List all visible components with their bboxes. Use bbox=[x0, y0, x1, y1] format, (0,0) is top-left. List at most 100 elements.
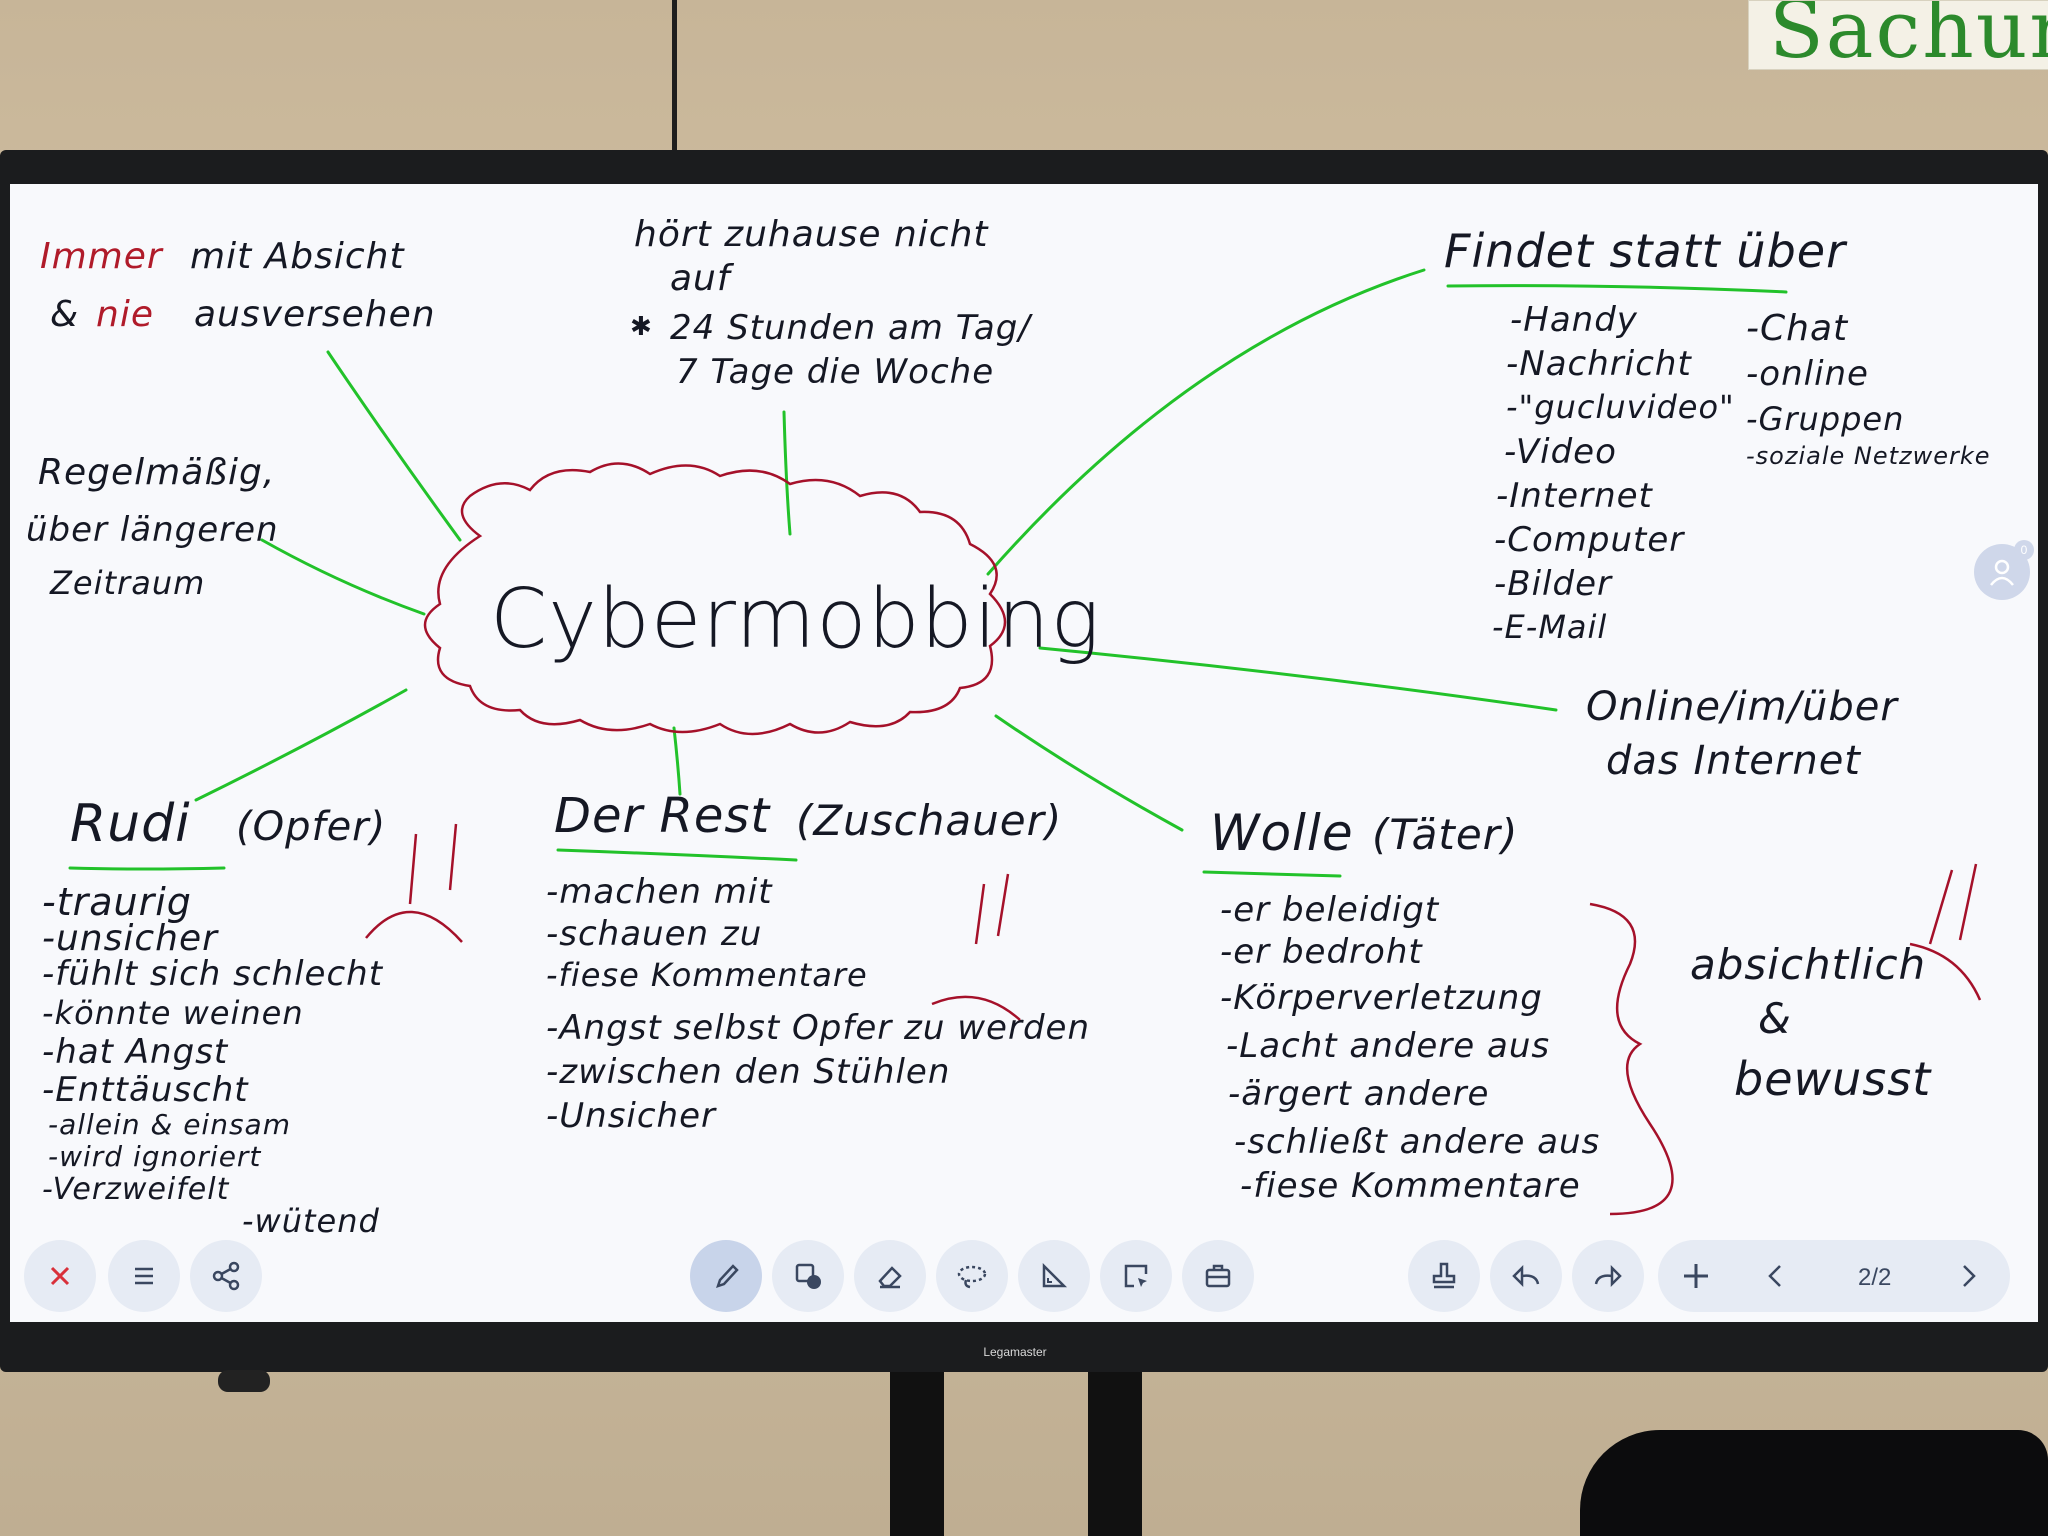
wolle-item: -schließt andere aus bbox=[1234, 1122, 1601, 1162]
eraser-tool-button[interactable] bbox=[854, 1240, 926, 1312]
power-cable bbox=[672, 0, 677, 150]
stand-leg-right bbox=[1088, 1360, 1142, 1536]
select-icon bbox=[1124, 1264, 1148, 1288]
findet-title: Findet statt über bbox=[1444, 224, 1847, 278]
share-button[interactable] bbox=[190, 1240, 262, 1312]
rudi-item: -allein & einsam bbox=[48, 1108, 291, 1141]
cloud-outline bbox=[423, 462, 1007, 736]
online-line2: das Internet bbox=[1606, 738, 1861, 784]
topleft-word-immer: Immer bbox=[40, 236, 163, 277]
rest-item: -Angst selbst Opfer zu werden bbox=[546, 1008, 1090, 1048]
findet-item: -Bilder bbox=[1494, 564, 1612, 604]
wolle-item: -fiese Kommentare bbox=[1240, 1166, 1581, 1206]
menu-button[interactable] bbox=[108, 1240, 180, 1312]
page-indicator: 2/2 bbox=[1858, 1264, 1892, 1291]
rest-item: -zwischen den Stühlen bbox=[546, 1052, 951, 1092]
wall-poster: Sachunt bbox=[1748, 0, 2048, 70]
findet-item: -Gruppen bbox=[1746, 400, 1905, 438]
top-line2: auf bbox=[670, 258, 731, 299]
participants-count: 0 bbox=[2014, 540, 2034, 560]
findet-item: -Computer bbox=[1494, 520, 1685, 560]
absicht-line2: & bbox=[1758, 994, 1792, 1043]
rest-item: -machen mit bbox=[546, 872, 773, 912]
topleft-amp: & bbox=[50, 294, 80, 335]
prev-page-button[interactable] bbox=[1740, 1240, 1812, 1312]
rudi-item: -Enttäuscht bbox=[42, 1070, 249, 1110]
top-line3: 24 Stunden am Tag/ bbox=[670, 308, 1031, 348]
topleft-word-nie: nie bbox=[96, 294, 154, 335]
findet-item: -E-Mail bbox=[1492, 608, 1608, 646]
redo-button[interactable] bbox=[1572, 1240, 1644, 1312]
rudi-extra: -wütend bbox=[242, 1202, 380, 1240]
findet-item: -Handy bbox=[1510, 300, 1638, 340]
findet-item: -Video bbox=[1504, 432, 1617, 472]
close-button[interactable] bbox=[24, 1240, 96, 1312]
wolle-role: (Täter) bbox=[1372, 810, 1519, 859]
top-line1: hört zuhause nicht bbox=[634, 214, 989, 255]
rudi-item: -könnte weinen bbox=[42, 994, 304, 1032]
participants-button[interactable]: 0 bbox=[1974, 540, 2034, 600]
sad-face-rest bbox=[931, 873, 1021, 1021]
ir-sensor bbox=[218, 1370, 270, 1392]
findet-item: -Internet bbox=[1496, 476, 1653, 516]
rest-item: -Unsicher bbox=[546, 1096, 717, 1136]
sad-face-absicht bbox=[1909, 863, 1982, 1001]
stamp-icon bbox=[1432, 1262, 1456, 1289]
select-tool-button[interactable] bbox=[1100, 1240, 1172, 1312]
close-icon bbox=[50, 1266, 70, 1286]
underline-rest bbox=[556, 848, 798, 862]
eraser-icon bbox=[878, 1266, 902, 1289]
monitor-brand-logo: Legamaster bbox=[983, 1345, 1047, 1359]
redo-icon bbox=[1594, 1264, 1622, 1288]
undo-button[interactable] bbox=[1490, 1240, 1562, 1312]
rest-item: -fiese Kommentare bbox=[546, 956, 868, 994]
absicht-line1: absichtlich bbox=[1690, 940, 1927, 989]
left-line1: Regelmäßig, bbox=[38, 452, 276, 493]
findet-item: -Nachricht bbox=[1506, 344, 1692, 384]
pen-tool-button[interactable] bbox=[690, 1240, 762, 1312]
stamp-button[interactable] bbox=[1408, 1240, 1480, 1312]
shapes-tool-button[interactable] bbox=[772, 1240, 844, 1312]
wolle-item: -Körperverletzung bbox=[1220, 978, 1543, 1018]
rudi-item: -fühlt sich schlecht bbox=[42, 954, 384, 994]
toolbox-button[interactable] bbox=[1182, 1240, 1254, 1312]
wolle-item: -Lacht andere aus bbox=[1226, 1026, 1551, 1066]
mindmap-lines bbox=[68, 268, 1982, 1216]
underline-wolle bbox=[1202, 870, 1342, 878]
rudi-item: -unsicher bbox=[42, 918, 218, 959]
menu-icon bbox=[135, 1267, 153, 1285]
toolbox-icon bbox=[1205, 1264, 1231, 1288]
findet-item: -soziale Netzwerke bbox=[1746, 442, 1991, 470]
lasso-tool-button[interactable] bbox=[936, 1240, 1008, 1312]
lasso-icon bbox=[957, 1265, 987, 1289]
rest-list: -machen mit -schauen zu -fiese Kommentar… bbox=[546, 872, 1090, 1140]
rudi-item: -Verzweifelt bbox=[42, 1172, 230, 1207]
stand-leg-left bbox=[890, 1360, 944, 1536]
shapes-icon bbox=[795, 1263, 821, 1289]
wolle-item: -ärgert andere bbox=[1228, 1074, 1490, 1114]
user-icon bbox=[1990, 559, 2014, 586]
rest-item: -schauen zu bbox=[546, 914, 763, 954]
prev-page-icon bbox=[1768, 1265, 1781, 1287]
whiteboard-screen[interactable]: Cybermobbing Immer mit Absicht & nie aus… bbox=[10, 184, 2038, 1322]
top-line4: 7 Tage die Woche bbox=[676, 352, 995, 392]
rest-role: (Zuschauer) bbox=[796, 796, 1063, 845]
left-line3: Zeitraum bbox=[50, 564, 206, 602]
next-page-button[interactable] bbox=[1932, 1240, 2004, 1312]
findet-item: -"gucluvideo" bbox=[1506, 388, 1735, 426]
absicht-line3: bewusst bbox=[1734, 1052, 1932, 1106]
rudi-item: -wird ignoriert bbox=[48, 1140, 262, 1173]
black-bag bbox=[1580, 1430, 2048, 1536]
online-line1: Online/im/über bbox=[1586, 684, 1898, 730]
rest-title: Der Rest bbox=[554, 788, 771, 844]
ruler-tool-button[interactable] bbox=[1018, 1240, 1090, 1312]
findet-item: -Chat bbox=[1746, 308, 1849, 349]
topleft-rest1: mit Absicht bbox=[190, 236, 405, 277]
underline-rudi bbox=[68, 866, 226, 871]
poster-text: Sachunt bbox=[1769, 0, 2048, 70]
add-page-button[interactable] bbox=[1660, 1240, 1732, 1312]
line-topleft bbox=[326, 350, 462, 542]
page-navigator bbox=[1658, 1240, 2010, 1312]
rudi-title: Rudi bbox=[70, 794, 191, 854]
findet-col1: -Handy -Nachricht -"gucluvideo" -Video -… bbox=[1490, 300, 1735, 652]
